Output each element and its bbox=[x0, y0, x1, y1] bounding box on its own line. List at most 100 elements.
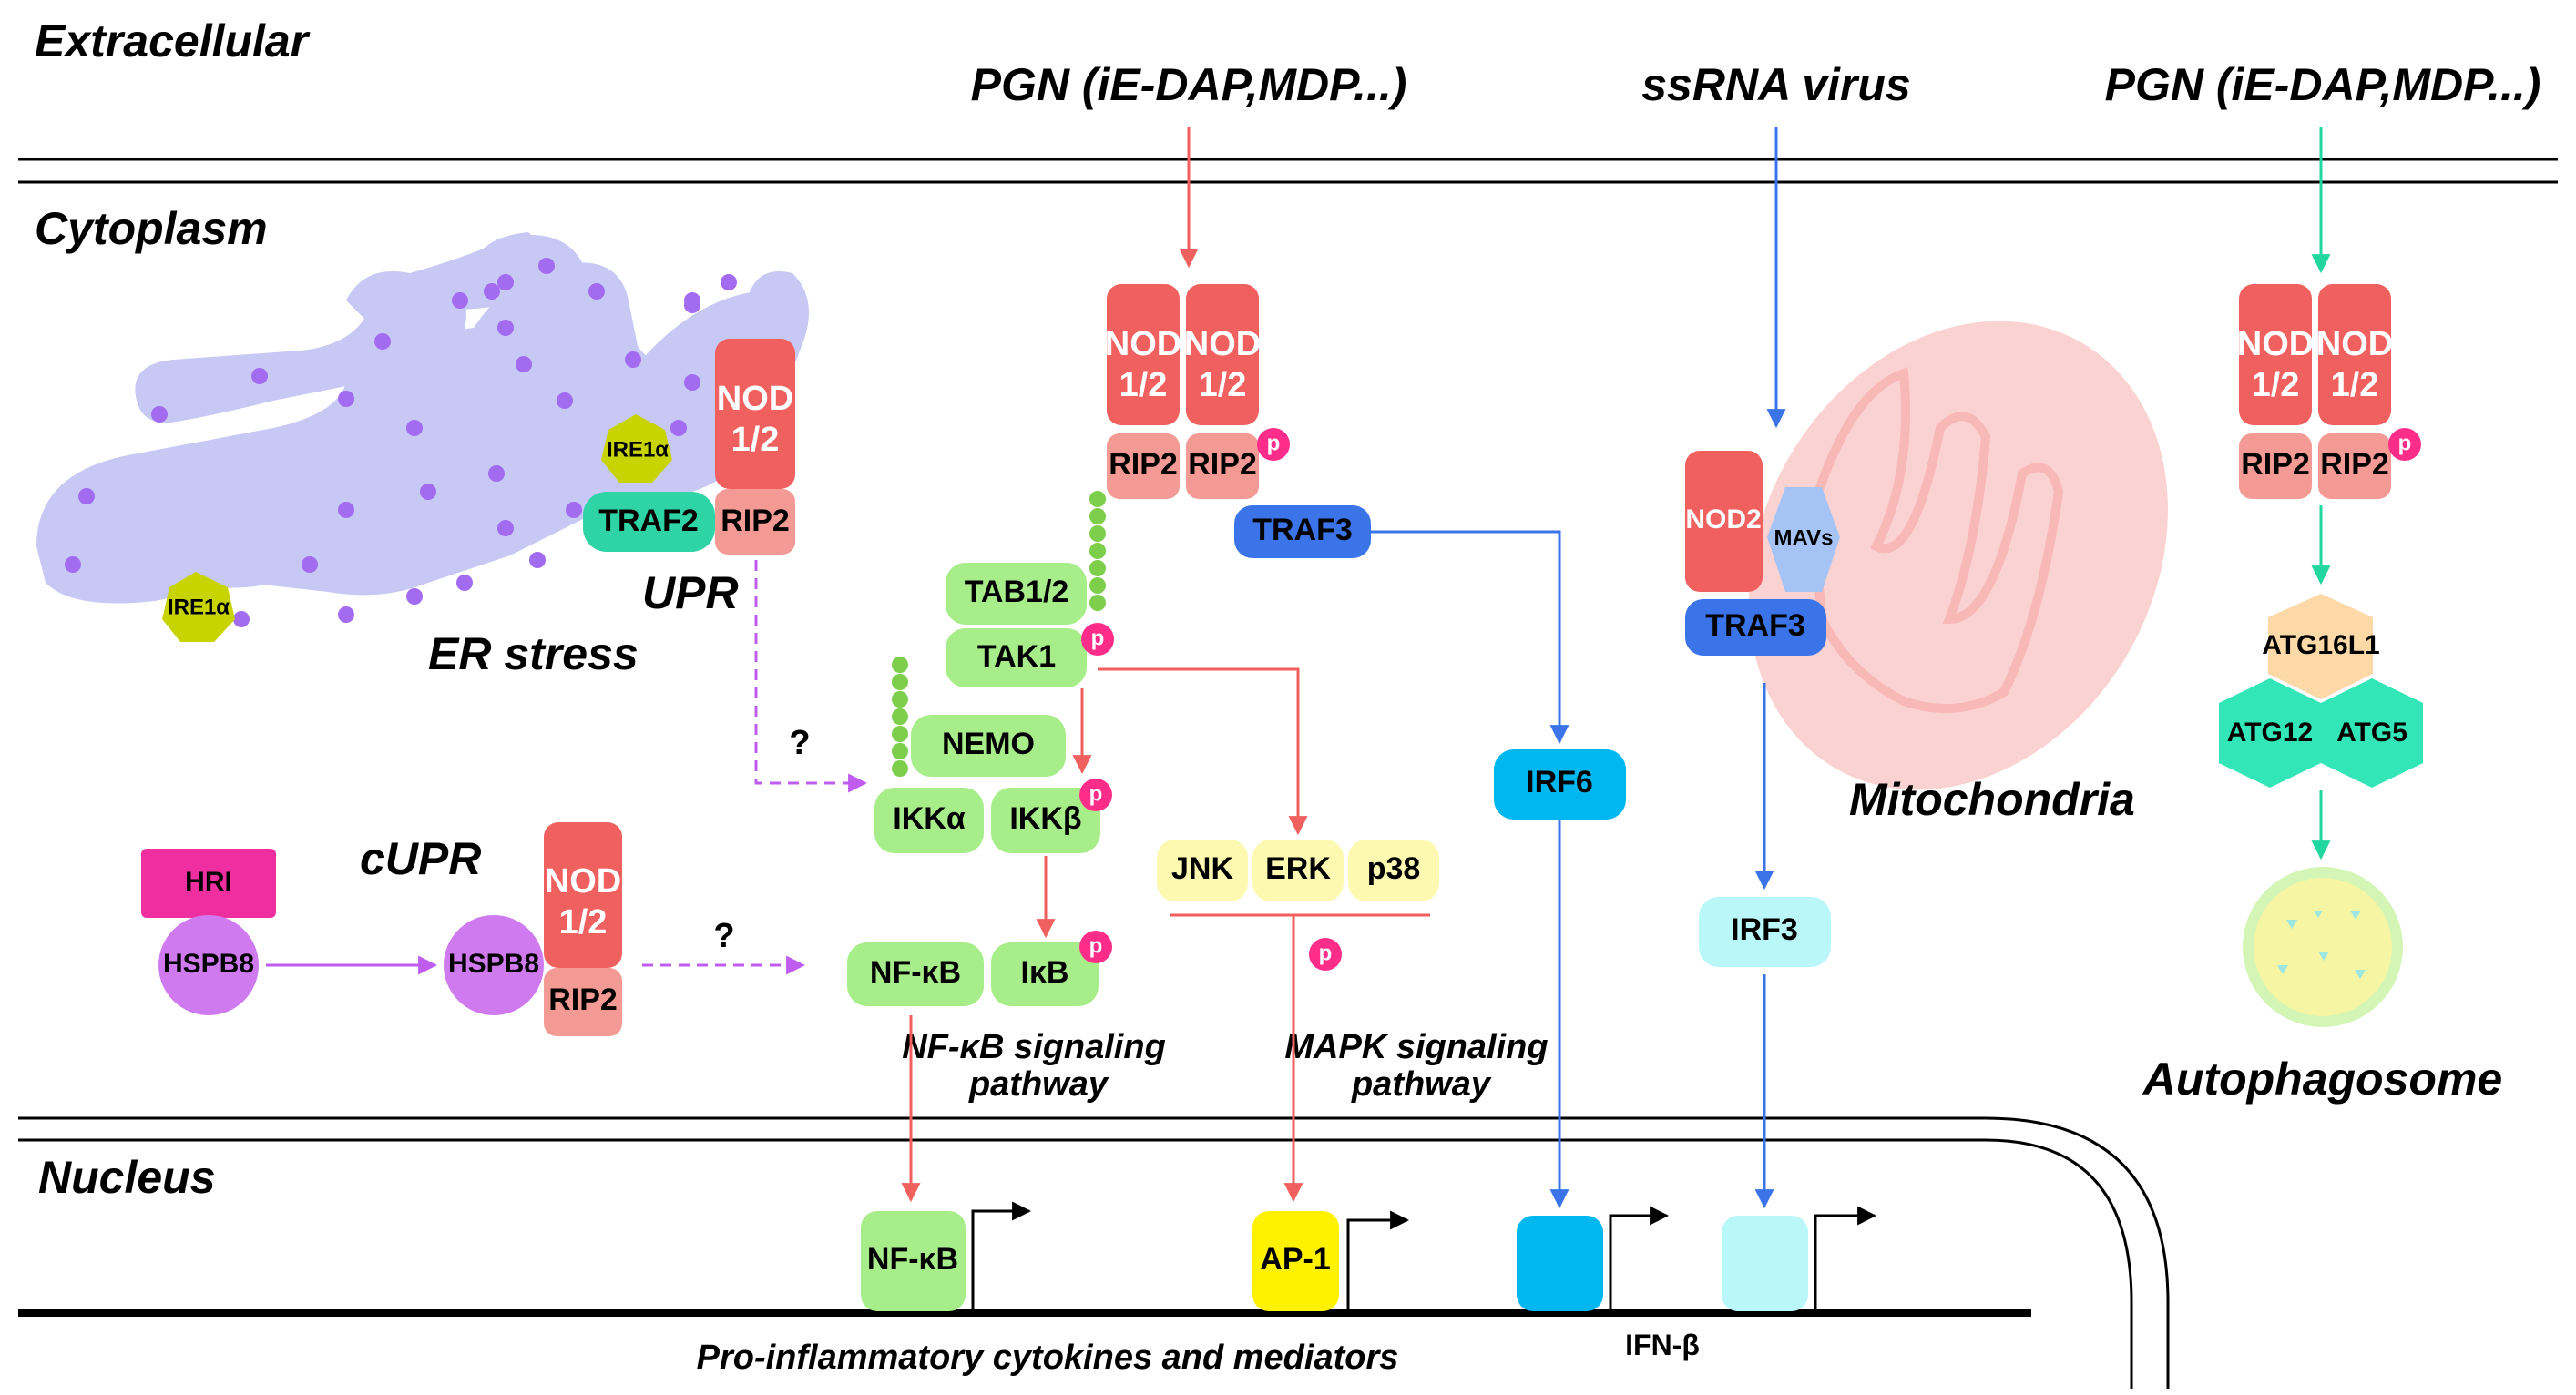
svg-text:RIP2: RIP2 bbox=[1188, 447, 1257, 482]
atg12-hexagon: ATG12 bbox=[2219, 678, 2321, 788]
irf3-box: IRF3 bbox=[1699, 897, 1831, 967]
svg-text:IRF6: IRF6 bbox=[1526, 765, 1593, 799]
svg-text:NOD: NOD bbox=[717, 380, 793, 418]
svg-text:MAVs: MAVs bbox=[1774, 525, 1834, 550]
nfkb-nuclear-box: NF-κB bbox=[861, 1211, 966, 1311]
svg-text:p: p bbox=[1319, 941, 1333, 965]
p38-box: p38 bbox=[1348, 840, 1439, 901]
svg-text:NF-κB: NF-κB bbox=[870, 955, 961, 990]
svg-text:NOD: NOD bbox=[2316, 325, 2393, 363]
svg-text:ERK: ERK bbox=[1265, 851, 1331, 886]
irf3-nuclear-box bbox=[1722, 1216, 1808, 1311]
stimulus-pgn-right: PGN (iE-DAP,MDP...) bbox=[2105, 59, 2541, 110]
nfkb-pathway-label-1: NF-κB signaling bbox=[902, 1028, 1166, 1066]
nfkb-cyto-box: NF-κB bbox=[847, 942, 984, 1006]
nuclear-envelope bbox=[18, 1116, 2170, 1389]
svg-text:TRAF3: TRAF3 bbox=[1252, 513, 1353, 547]
svg-text:1/2: 1/2 bbox=[2331, 366, 2379, 404]
svg-text:TRAF2: TRAF2 bbox=[598, 504, 699, 538]
traf2-box: TRAF2 bbox=[583, 492, 715, 552]
red-arrows bbox=[901, 127, 1308, 1203]
label-upr: UPR bbox=[642, 567, 739, 618]
region-cytoplasm: Cytoplasm bbox=[35, 203, 268, 254]
svg-text:RIP2: RIP2 bbox=[548, 983, 618, 1017]
svg-text:NOD: NOD bbox=[2237, 325, 2314, 363]
svg-text:RIP2: RIP2 bbox=[1109, 447, 1178, 482]
hspb8-left: HSPB8 bbox=[158, 915, 259, 1015]
svg-text:NOD: NOD bbox=[1184, 325, 1261, 363]
svg-text:HRI: HRI bbox=[185, 867, 232, 897]
p-badge-rip2-right: p bbox=[2388, 428, 2421, 461]
svg-text:HSPB8: HSPB8 bbox=[163, 949, 254, 979]
region-extracellular: Extracellular bbox=[35, 15, 311, 66]
svg-text:NF-κB: NF-κB bbox=[867, 1242, 958, 1277]
ap1-box: AP-1 bbox=[1252, 1211, 1339, 1311]
svg-text:IκB: IκB bbox=[1021, 955, 1069, 990]
rip2-center-right: RIP2 bbox=[1186, 433, 1259, 499]
irf6-box: IRF6 bbox=[1494, 749, 1626, 820]
svg-text:ATG12: ATG12 bbox=[2227, 718, 2313, 748]
endoplasmic-reticulum bbox=[36, 232, 809, 627]
region-nucleus: Nucleus bbox=[38, 1152, 216, 1203]
label-cytokines: Pro-inflammatory cytokines and mediators bbox=[697, 1339, 1399, 1377]
svg-text:p: p bbox=[1089, 933, 1103, 958]
stimulus-pgn-center: PGN (iE-DAP,MDP...) bbox=[971, 59, 1407, 110]
svg-text:ATG5: ATG5 bbox=[2336, 718, 2407, 748]
nod-right-right: NOD 1/2 bbox=[2316, 284, 2393, 425]
hspb8-right: HSPB8 bbox=[444, 915, 544, 1015]
ikka-box: IKKα bbox=[874, 788, 984, 853]
label-er-stress: ER stress bbox=[428, 628, 639, 679]
p-badge-ikkb: p bbox=[1079, 779, 1112, 811]
label-cupr: cUPR bbox=[360, 833, 481, 884]
svg-text:p: p bbox=[1089, 781, 1103, 806]
svg-text:TAK1: TAK1 bbox=[977, 639, 1056, 674]
transcription-arrows bbox=[971, 1201, 1877, 1311]
mavs-hexagon: MAVs bbox=[1767, 487, 1840, 592]
nod-right-left: NOD 1/2 bbox=[2237, 284, 2314, 425]
svg-text:p: p bbox=[1091, 626, 1105, 650]
rip2-cupr: RIP2 bbox=[544, 968, 622, 1036]
nemo-box: NEMO bbox=[911, 715, 1066, 777]
ire1a-hexagon-lower: IRE1α bbox=[162, 572, 235, 642]
label-autophagosome: Autophagosome bbox=[2142, 1054, 2502, 1105]
atg5-hexagon: ATG5 bbox=[2321, 678, 2423, 788]
svg-text:IKKα: IKKα bbox=[893, 801, 966, 836]
ikkb-box: IKKβ bbox=[991, 788, 1100, 853]
svg-text:TAB1/2: TAB1/2 bbox=[965, 575, 1069, 609]
svg-text:NOD: NOD bbox=[545, 862, 621, 901]
violet-arrows bbox=[266, 560, 868, 975]
nod2-mito: NOD2 bbox=[1685, 451, 1763, 592]
svg-text:NOD: NOD bbox=[1105, 325, 1181, 363]
ikb-box: IκB bbox=[991, 942, 1099, 1006]
svg-text:TRAF3: TRAF3 bbox=[1705, 608, 1805, 643]
svg-text:1/2: 1/2 bbox=[731, 421, 780, 459]
tak1-box: TAK1 bbox=[946, 628, 1087, 687]
mitochondria bbox=[1749, 321, 2168, 790]
svg-text:1/2: 1/2 bbox=[2252, 366, 2300, 404]
tab12-box: TAB1/2 bbox=[946, 563, 1087, 625]
rip2-right-right: RIP2 bbox=[2318, 433, 2391, 499]
svg-text:RIP2: RIP2 bbox=[2320, 447, 2389, 482]
svg-text:IKKβ: IKKβ bbox=[1009, 801, 1081, 836]
mapk-pathway-label-1: MAPK signaling bbox=[1284, 1028, 1548, 1066]
svg-text:1/2: 1/2 bbox=[1199, 366, 1247, 404]
plasma-membrane bbox=[18, 158, 2558, 184]
svg-text:IRE1α: IRE1α bbox=[168, 595, 230, 619]
svg-text:RIP2: RIP2 bbox=[2241, 447, 2310, 482]
nod-er: NOD 1/2 bbox=[715, 339, 795, 489]
nod-center-right: NOD 1/2 bbox=[1184, 284, 1261, 425]
unknown-link-upr: ? bbox=[789, 724, 810, 762]
rip2-center-left: RIP2 bbox=[1107, 433, 1180, 499]
traf3-center: TRAF3 bbox=[1234, 505, 1371, 558]
unknown-link-cupr: ? bbox=[713, 917, 734, 955]
p-badge-tak1: p bbox=[1081, 623, 1114, 656]
p-badge-rip2-center: p bbox=[1257, 428, 1290, 461]
nod-center-left: NOD 1/2 bbox=[1105, 284, 1181, 425]
svg-text:p38: p38 bbox=[1367, 851, 1421, 886]
erk-box: ERK bbox=[1252, 840, 1344, 901]
svg-text:1/2: 1/2 bbox=[1119, 366, 1168, 404]
label-mitochondria: Mitochondria bbox=[1849, 774, 2135, 825]
svg-text:AP-1: AP-1 bbox=[1260, 1242, 1330, 1277]
rip2-right-left: RIP2 bbox=[2239, 433, 2312, 499]
svg-text:IRE1α: IRE1α bbox=[607, 437, 669, 462]
